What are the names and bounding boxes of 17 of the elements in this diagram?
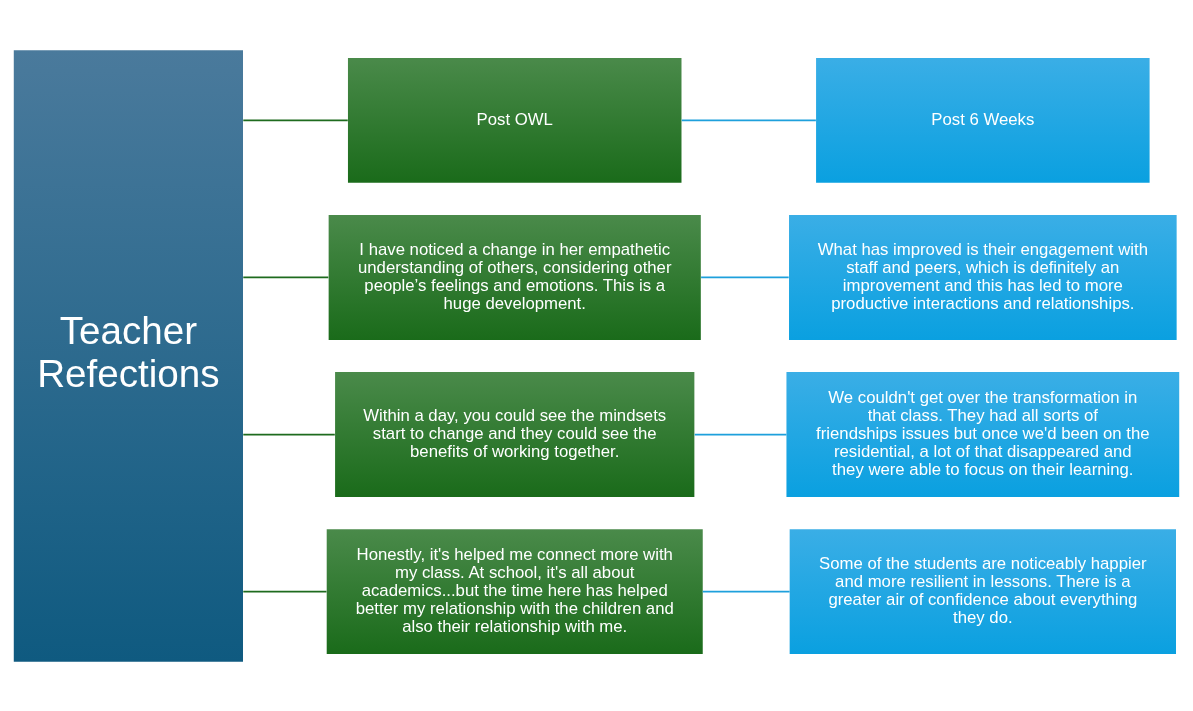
connector	[700, 276, 790, 278]
connector	[242, 590, 328, 592]
connector	[701, 590, 791, 592]
connector	[242, 276, 330, 278]
connector	[242, 433, 336, 435]
node-box: What has improved is their engagement with staff and peers, which is definitely an improvement and this has led to more productive interactions and relationships.	[789, 214, 1177, 340]
connector	[242, 119, 349, 121]
node-box: We couldn't get over the transformation in that class. They had all sorts of friendships issues but once we'd been on the residential, a lot of that disappeared and they were able to focus on their learning.	[786, 371, 1180, 497]
node-box: Honestly, it's helped me connect more with my class. At school, it's all about academics...but the time here has helped better my relationship with the children and also their relationship with me.	[326, 528, 703, 654]
node-box: Post 6 Weeks	[816, 57, 1150, 183]
node-box: Some of the students are noticeably happier and more resilient in lessons. There is a greater air of confidence about everything they do.	[789, 528, 1176, 654]
connector	[680, 119, 817, 121]
node-box: Post OWL	[347, 57, 682, 183]
node-box: Teacher Refections	[13, 49, 243, 662]
connector	[693, 433, 788, 435]
node-box: I have noticed a change in her empathetic understanding of others, considering other people’s feelings and emotions. This is a huge development.	[328, 214, 701, 340]
node-box: Within a day, you could see the mindsets start to change and they could see the benefits of working together.	[335, 371, 695, 497]
